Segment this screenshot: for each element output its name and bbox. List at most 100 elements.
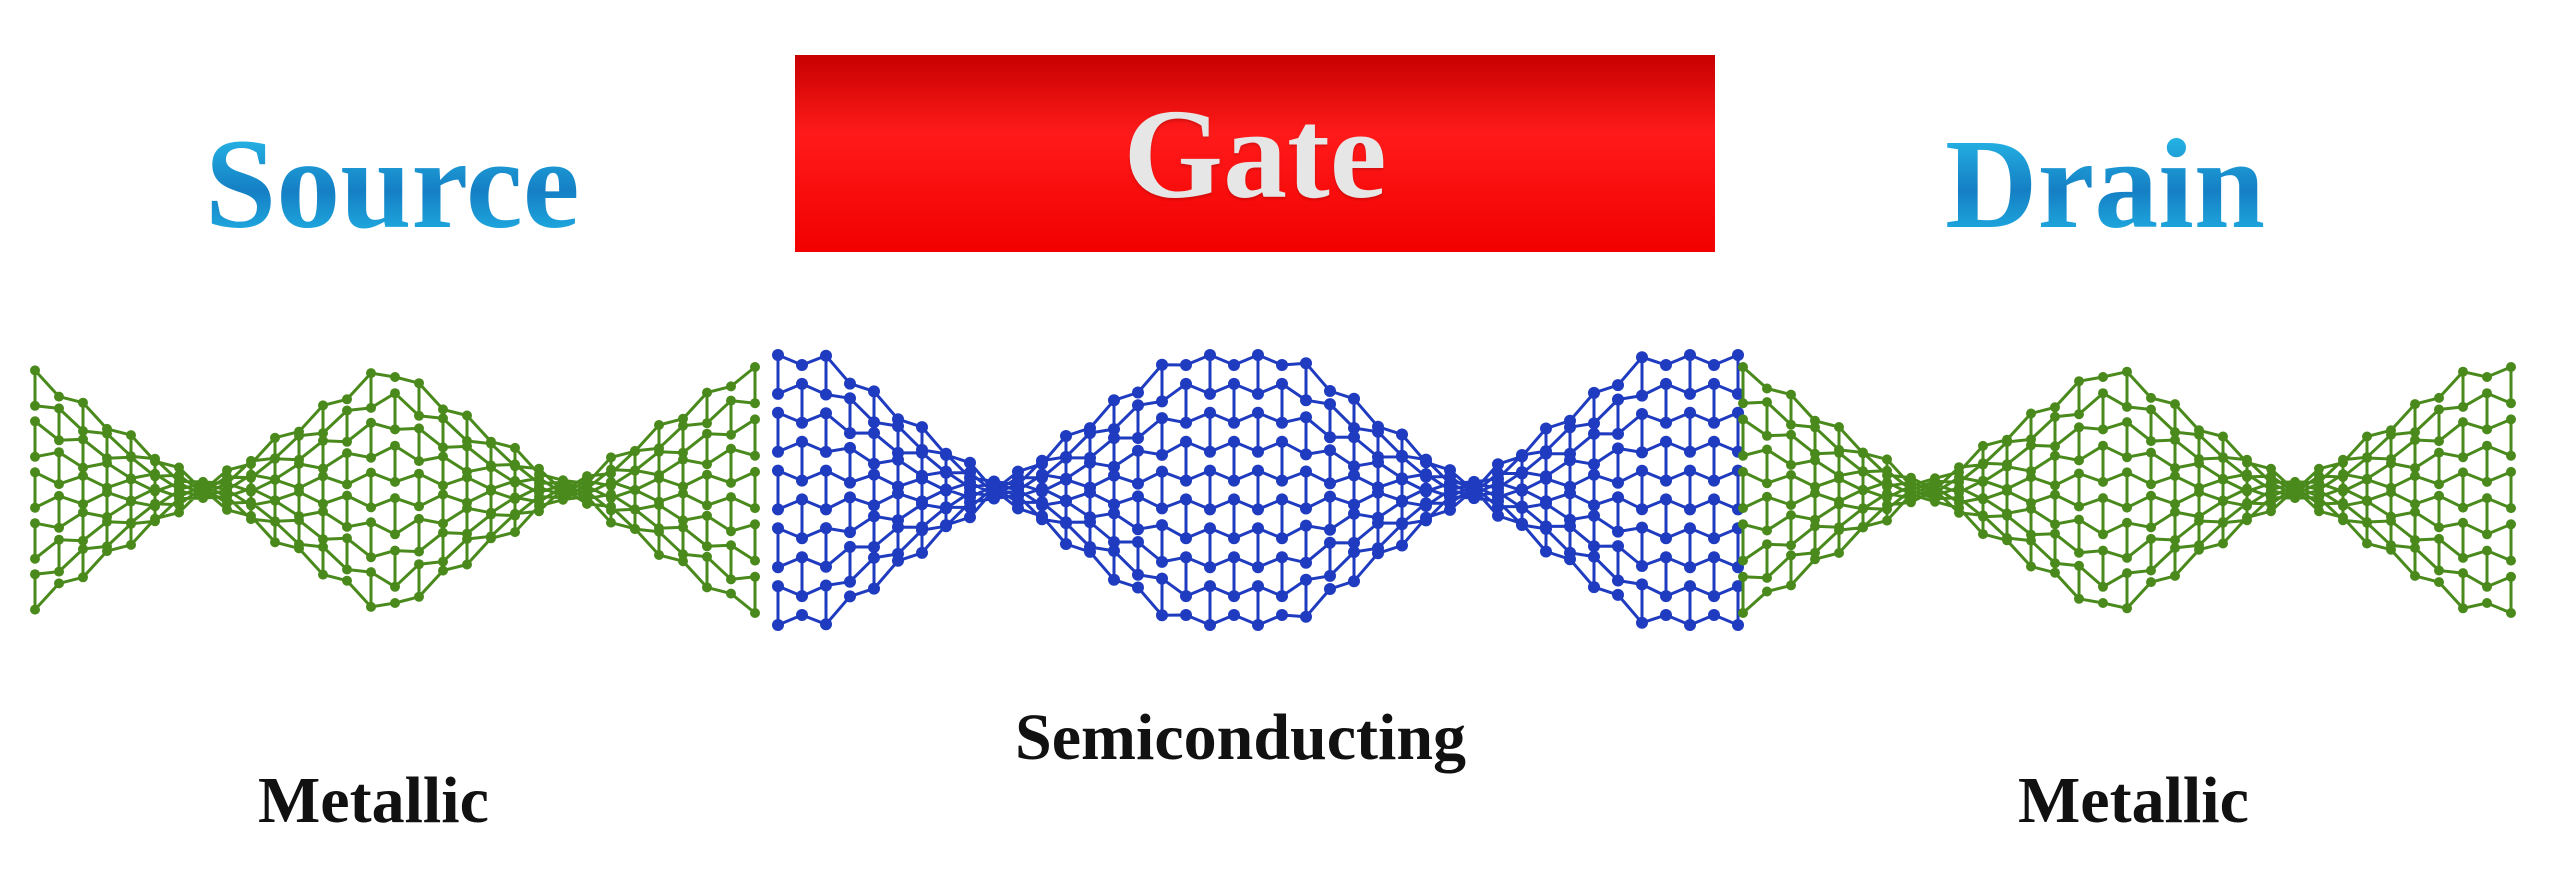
ribbon-atom	[1348, 460, 1360, 473]
ribbon-atom	[390, 424, 400, 435]
ribbon-atom	[1516, 500, 1528, 513]
semiconducting-label: Semiconducting	[1015, 701, 1467, 774]
ribbon-atom	[2002, 510, 2012, 521]
ribbon-atom	[390, 476, 400, 487]
ribbon-atom	[1762, 539, 1772, 550]
ribbon-atom	[414, 468, 424, 479]
ribbon-atom	[1228, 435, 1240, 448]
ribbon-atom	[1228, 590, 1240, 603]
ribbon-atom	[1132, 581, 1144, 594]
ribbon-atom	[1786, 550, 1796, 561]
ribbon-atom	[78, 470, 88, 481]
ribbon-atom	[54, 566, 64, 577]
ribbon-atom	[1540, 422, 1552, 435]
ribbon-atom	[1588, 468, 1600, 481]
ribbon-atom	[2098, 581, 2108, 592]
ribbon-atom	[2314, 463, 2324, 474]
ribbon-atom	[892, 453, 904, 466]
ribbon-atom	[246, 455, 256, 466]
ribbon-atom	[702, 500, 712, 511]
ribbon-atom	[390, 440, 400, 451]
ribbon-atom	[726, 443, 736, 454]
ribbon-atom	[270, 537, 280, 548]
ribbon-atom	[318, 428, 328, 439]
ribbon-atom	[1108, 394, 1120, 407]
ribbon-atom	[2434, 404, 2444, 415]
ribbon-atom	[796, 359, 808, 371]
ribbon-atom	[1420, 468, 1432, 481]
ribbon-atom	[1786, 580, 1796, 591]
ribbon-atom	[1732, 387, 1744, 400]
ribbon-atom	[820, 388, 832, 401]
ribbon-atom	[1834, 525, 1844, 536]
ribbon-atom	[1738, 503, 1748, 514]
ribbon-atom	[1564, 520, 1576, 533]
ribbon-atom	[414, 378, 424, 389]
ribbon-atom	[844, 540, 856, 553]
ribbon-atom	[2098, 440, 2108, 451]
ribbon-atom	[1882, 465, 1892, 476]
ribbon-segment-semiconducting-center	[772, 349, 1744, 631]
ribbon-atom	[1180, 493, 1192, 506]
ribbon-atom	[1738, 571, 1748, 582]
ribbon-atom	[1132, 444, 1144, 457]
ribbon-atom	[2410, 471, 2420, 481]
ribbon-atom	[2482, 372, 2492, 382]
ribbon-atom	[726, 574, 736, 585]
ribbon-atom	[772, 580, 784, 593]
ribbon-atom	[2170, 499, 2180, 509]
ribbon-atom	[1810, 488, 1820, 499]
ribbon-atom	[414, 456, 424, 467]
ribbon-atom	[2410, 570, 2420, 581]
ribbon-atom	[1684, 387, 1696, 400]
ribbon-atom	[1348, 575, 1360, 588]
ribbon-atom	[1810, 455, 1820, 466]
ribbon-atom	[342, 575, 352, 586]
ribbon-atom	[772, 349, 784, 361]
ribbon-atom	[1396, 518, 1408, 531]
ribbon-atom	[2170, 542, 2180, 553]
ribbon-atom	[78, 572, 88, 583]
ribbon-atom	[2506, 519, 2516, 530]
ribbon-atom	[414, 423, 424, 434]
ribbon-atom	[1420, 482, 1432, 495]
ribbon-atom	[1396, 428, 1408, 441]
ribbon-atom	[1324, 569, 1336, 582]
ribbon-atom	[702, 510, 712, 521]
ribbon-atom	[1786, 500, 1796, 510]
ribbon-atom	[1660, 474, 1672, 487]
ribbon-atom	[1588, 417, 1600, 430]
ribbon-atom	[1156, 572, 1168, 585]
ribbon-atom	[2218, 517, 2228, 528]
ribbon-atom	[126, 474, 136, 485]
ribbon-atom	[2170, 507, 2180, 517]
ribbon-atom	[1738, 466, 1748, 477]
ribbon-atom	[1348, 422, 1360, 434]
ribbon-atom	[844, 441, 856, 454]
ribbon-atom	[1762, 444, 1772, 455]
ribbon-atom	[1540, 497, 1552, 510]
ribbon-atom	[678, 549, 688, 560]
ribbon-atom	[820, 618, 832, 631]
ribbon-atom	[1204, 464, 1216, 477]
ribbon-atom	[702, 387, 712, 398]
ribbon-atom	[1684, 561, 1696, 574]
ribbon-atom	[726, 381, 736, 392]
ribbon-atom	[916, 472, 928, 485]
ribbon-atom	[1180, 474, 1192, 487]
ribbon-atom	[2242, 512, 2252, 523]
ribbon-atom	[414, 546, 424, 557]
ribbon-atom	[1252, 445, 1264, 458]
ribbon-atom	[868, 457, 880, 470]
ribbon-atom	[246, 511, 256, 521]
ribbon-atom	[1738, 450, 1748, 461]
ribbon-atom	[342, 405, 352, 416]
ribbon-atom	[102, 487, 112, 498]
ribbon-atom	[2458, 417, 2468, 428]
ribbon-atom	[2194, 544, 2204, 555]
ribbon-atom	[1588, 550, 1600, 563]
ribbon-atom	[1156, 519, 1168, 532]
ribbon-atom	[964, 476, 976, 489]
ribbon-atom	[2026, 408, 2036, 419]
ribbon-atom	[2434, 565, 2444, 576]
